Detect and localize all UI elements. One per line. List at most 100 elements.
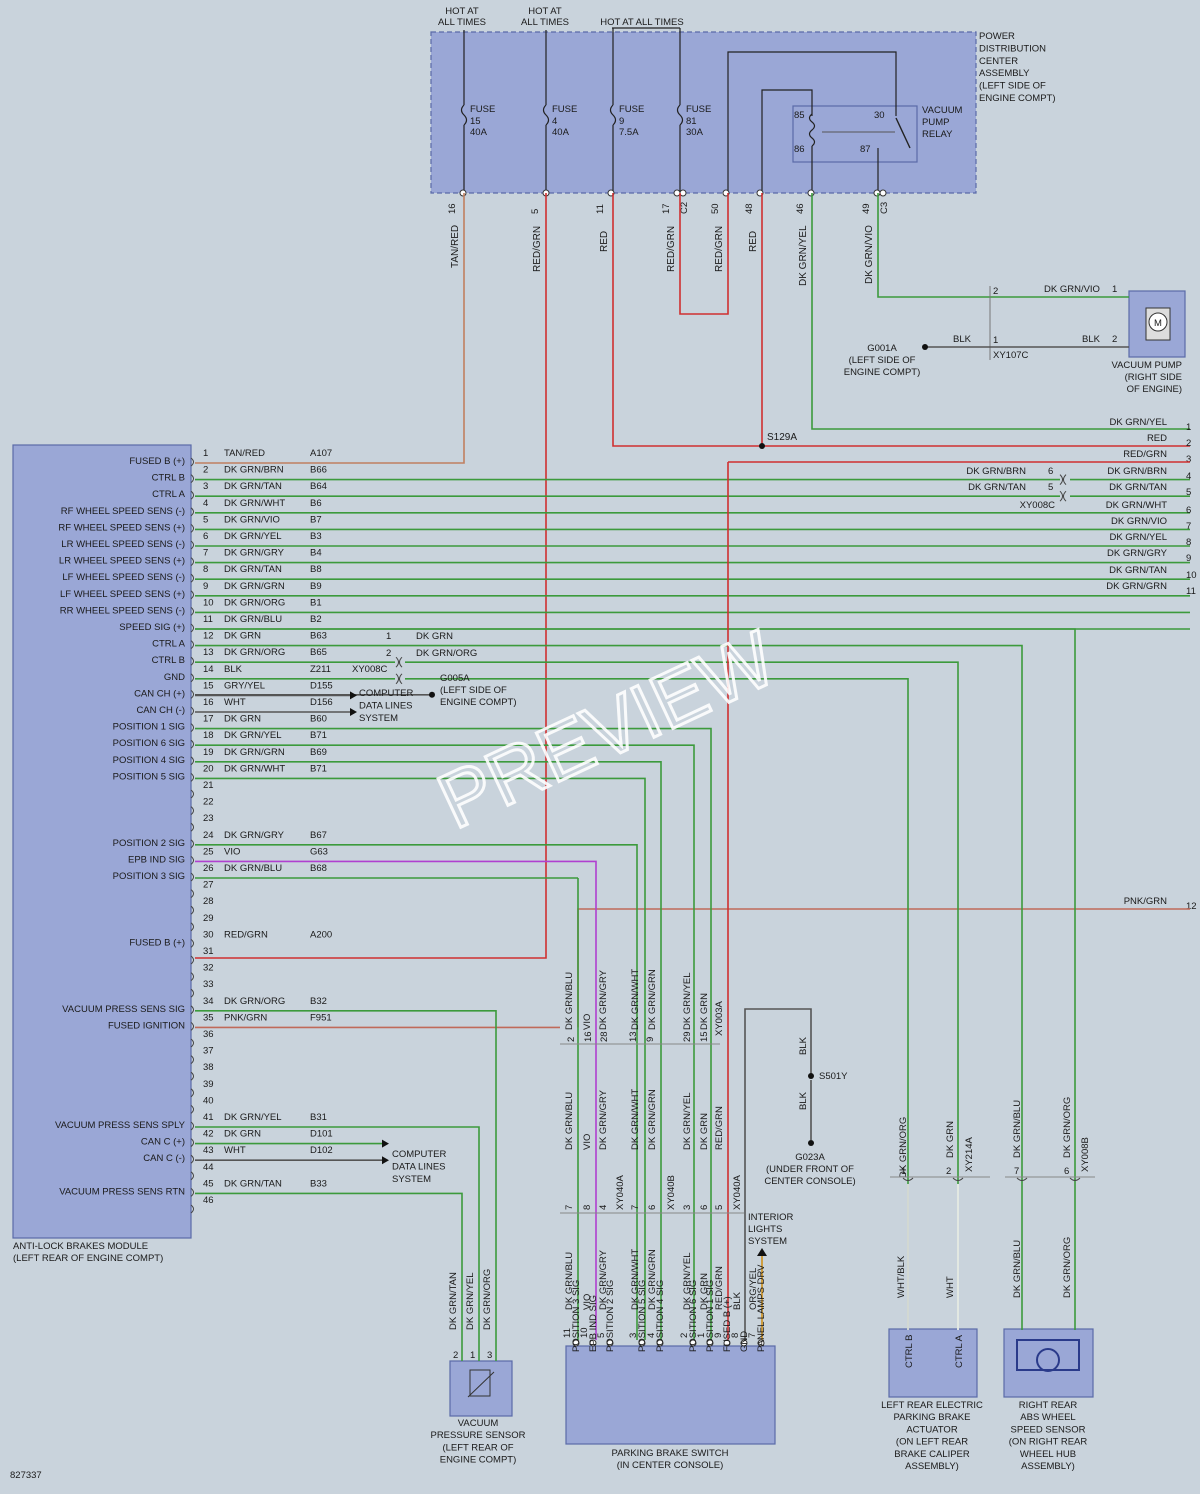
abs-pin-terminal: [190, 524, 194, 533]
continuation-wire-label: DK GRN/WHT: [1106, 500, 1167, 511]
wire-label: DK GRN/BLU: [564, 1252, 575, 1310]
abs-pin-terminal: [190, 557, 194, 566]
switch-pin: [606, 1339, 614, 1347]
wire-label: DK GRN/GRN: [647, 1089, 658, 1150]
wire-label: DK GRN/GRN: [647, 1249, 658, 1310]
abs-module-title: (LEFT REAR OF ENGINE COMPT): [13, 1253, 163, 1264]
abs-pin-number: 39: [203, 1079, 214, 1090]
abs-pin-terminal: [190, 756, 194, 766]
fuse-symbol: [460, 104, 468, 126]
abs-pin-number: 29: [203, 913, 214, 924]
wire-label: RED/GRN: [714, 1266, 725, 1310]
abs-wire-label: DK GRN/WHT: [224, 763, 285, 774]
mid-wire-label: DK GRN/TAN: [968, 482, 1026, 493]
fuse-label: FUSE: [552, 104, 577, 115]
wire-dk-grn-blu-rr: [195, 644, 1023, 1330]
data-lines-label: COMPUTER: [392, 1149, 447, 1160]
continuation-wire-label: DK GRN/GRN: [1106, 581, 1167, 592]
wire-label: RED/GRN: [714, 1106, 725, 1150]
wire-label: BLK: [953, 334, 972, 345]
abs-pin-number: 11: [203, 614, 213, 625]
ground-icon: [808, 1140, 814, 1146]
abs-wire-label: TAN/RED: [224, 448, 265, 459]
relay-pin-30: 30: [874, 110, 885, 121]
abs-pin-label: LF WHEEL SPEED SENS (+): [60, 589, 185, 600]
abs-pin-terminal: [190, 1204, 194, 1214]
wire-label: DK GRN/VIO: [1044, 284, 1100, 295]
wire-label: DK GRN/YEL: [682, 972, 693, 1030]
arrow-icon: [350, 708, 357, 716]
abs-pin-label: LR WHEEL SPEED SENS (-): [61, 539, 185, 550]
preview-watermark: PREVIEW: [425, 613, 789, 845]
abs-pin-terminal: [190, 474, 194, 483]
epb-actuator-title: (ON LEFT REAR: [896, 1437, 968, 1448]
abs-module-box: [12, 444, 192, 1239]
abs-pin-label: POSITION 3 SIG: [113, 871, 185, 882]
sensor-pin-number: 2: [453, 1350, 458, 1361]
abs-pin-label: CTRL A: [152, 639, 186, 650]
fuse-symbol: [542, 104, 550, 126]
abs-pin-number: 22: [203, 797, 214, 808]
fuse-number: 9: [619, 116, 624, 127]
abs-circuit-code: B69: [310, 747, 327, 758]
abs-pin-terminal: [190, 905, 194, 915]
epb-actuator-title: BRAKE CALIPER: [894, 1449, 970, 1460]
abs-circuit-code: A107: [310, 448, 332, 459]
abs-pin-label: RF WHEEL SPEED SENS (+): [58, 522, 185, 533]
wire-label: DK GRN/TAN: [448, 1272, 459, 1330]
data-lines-label: DATA LINES: [359, 701, 413, 712]
fuse-label: FUSE: [470, 104, 495, 115]
connector-pin-label: 1: [901, 1166, 906, 1177]
data-lines-label: DATA LINES: [392, 1162, 446, 1173]
abs-pin-number: 31: [203, 946, 214, 957]
abs-pin-terminal: [190, 540, 194, 550]
abs-wire-label: RED/GRN: [224, 929, 268, 940]
abs-pin-number: 35: [203, 1012, 214, 1023]
wire-position-signal: [195, 760, 662, 1340]
pdc-pin-number: 17: [661, 203, 672, 214]
abs-pin-terminal: [190, 706, 194, 716]
pump-label: OF ENGINE): [1127, 384, 1182, 395]
wire-label: DK GRN/VIO: [864, 225, 875, 284]
continuation-pin: 7: [1186, 521, 1191, 532]
abs-pin-terminal: [190, 607, 194, 616]
connector-label: XY040A: [615, 1174, 626, 1210]
fuse-amperage: 40A: [470, 127, 488, 138]
arrow-icon: [382, 1139, 389, 1148]
continuation-wire-label: DK GRN/TAN: [1109, 565, 1167, 576]
wire-dk-grn-org-rr: [195, 628, 1076, 1330]
abs-circuit-code: B4: [310, 548, 322, 559]
hot-at-all-times-label: HOT AT: [528, 6, 562, 17]
abs-circuit-code: B1: [310, 597, 322, 608]
hot-at-all-times-label: HOT AT: [445, 6, 479, 17]
pdc-pin-number: C2: [679, 202, 690, 214]
abs-pin-label: CTRL A: [152, 489, 186, 500]
switch-title: PARKING BRAKE SWITCH: [611, 1448, 728, 1459]
wire-label: DK GRN/YEL: [798, 225, 809, 286]
pdc-pin: [673, 189, 681, 197]
abs-wire-label: DK GRN/ORG: [224, 647, 285, 658]
epb-actuator-title: LEFT REAR ELECTRIC: [881, 1400, 983, 1411]
wire-vac-sens-sig: [195, 1009, 497, 1361]
pdc-pin: [459, 189, 467, 197]
fuse-label: FUSE: [619, 104, 644, 115]
wire-label: RED: [748, 231, 759, 252]
abs-circuit-code: B71: [310, 730, 327, 741]
abs-pin-number: 1: [203, 448, 208, 459]
abs-pin-number: 17: [203, 714, 214, 725]
rr-sensor-title: (ON RIGHT REAR: [1009, 1437, 1088, 1448]
switch-pin-label: FUSED B (+): [722, 1296, 733, 1352]
potentiometer-icon: [469, 1369, 491, 1397]
abs-circuit-code: B9: [310, 581, 322, 592]
ground-label: CENTER CONSOLE): [764, 1176, 855, 1187]
abs-pin-number: 13: [203, 647, 214, 658]
abs-pin-terminal: [190, 1121, 194, 1131]
fuse-number: 4: [552, 116, 557, 127]
switch-pin: [689, 1339, 697, 1347]
abs-pin-label: LF WHEEL SPEED SENS (-): [62, 572, 185, 583]
pdc-pin: [679, 189, 687, 197]
abs-pin-number: 9: [203, 581, 208, 592]
wire-label: DK GRN/BLU: [1012, 1100, 1023, 1158]
